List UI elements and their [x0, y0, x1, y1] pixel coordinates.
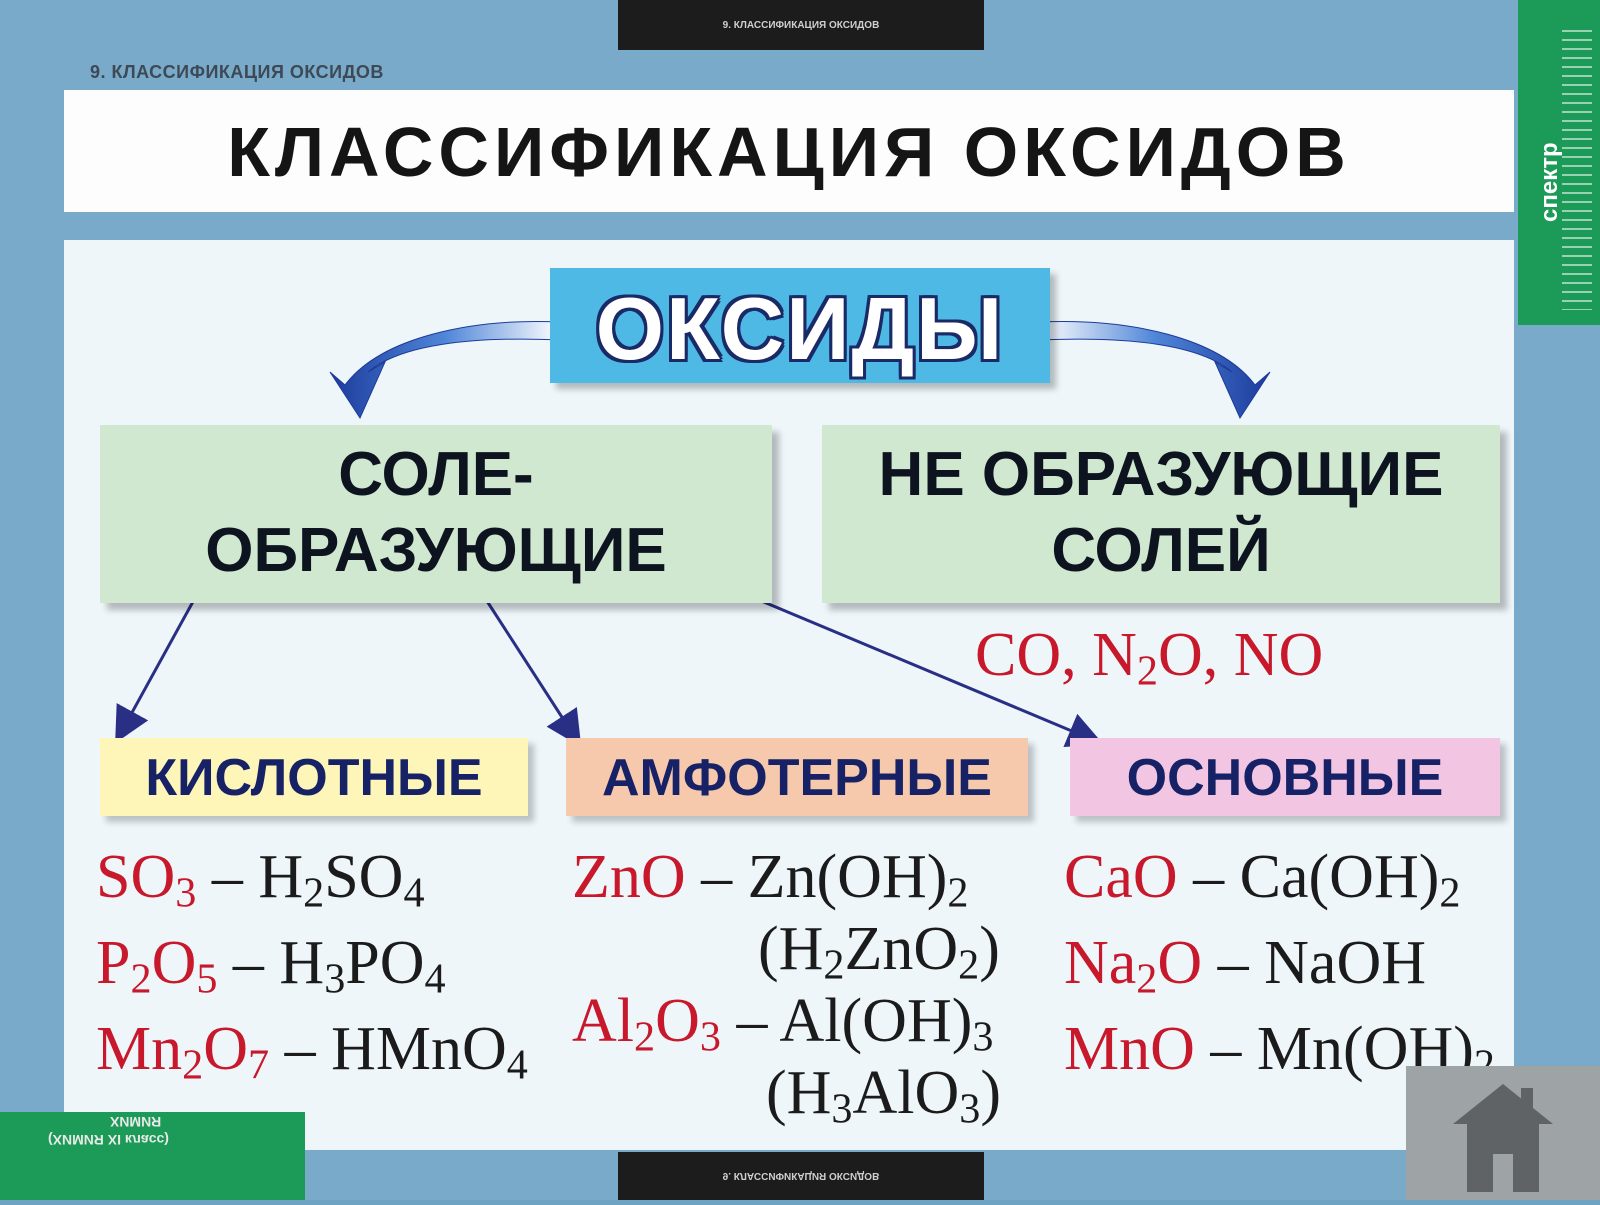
- page-title: КЛАССИФИКАЦИЯ ОКСИДОВ: [227, 113, 1351, 191]
- brand-strip-lines: [1562, 30, 1592, 310]
- bottom-green-line1: (ХИМИЯ ХI класс): [48, 1132, 169, 1148]
- amphoteric-formula-2: Al2O3 – Al(OH)3: [572, 987, 994, 1061]
- acidic-formula-3: Mn2O7 – HMnO4: [96, 1015, 528, 1089]
- salt-forming-box: СОЛЕ- ОБРАЗУЮЩИЕ: [100, 425, 772, 603]
- acidic-formula-1: SO3 – H2SO4: [96, 843, 425, 917]
- non-salt-forming-line2: СОЛЕЙ: [1051, 516, 1271, 585]
- brand-strip: спектр: [1518, 0, 1600, 325]
- arrow-to-basic: [739, 590, 1104, 748]
- amphoteric-formula-1: ZnO – Zn(OH)2: [572, 843, 969, 917]
- arrow-to-acidic: [115, 597, 197, 744]
- basic-label: ОСНОВНЫЕ: [1126, 749, 1444, 807]
- arrow-root-to-salt-forming: [329, 321, 561, 420]
- acidic-formula-2: P2O5 – H3PO4: [96, 929, 446, 1003]
- bottom-bar: 9. КЛАССИФИКАЦИЯ ОКСИДОВ: [618, 1152, 984, 1200]
- root-label: ОКСИДЫ: [595, 279, 1005, 378]
- arrow-to-amphoteric: [483, 597, 582, 748]
- diagram-panel: [64, 240, 1514, 1150]
- basic-formula-2: Na2O – NaOH: [1064, 929, 1426, 1003]
- bottom-green-label: (ХИМИЯ ХI класс) ХИМИЯ: [0, 1112, 305, 1200]
- home-button[interactable]: [1406, 1066, 1600, 1200]
- arrow-root-to-non-salt-forming: [1039, 321, 1271, 420]
- home-icon: [1453, 1084, 1553, 1192]
- top-bar: 9. КЛАССИФИКАЦИЯ ОКСИДОВ: [618, 0, 984, 50]
- bottom-bar-text: 9. КЛАССИФИКАЦИЯ ОКСИДОВ: [722, 1170, 880, 1182]
- salt-forming-line1: СОЛЕ-: [338, 440, 534, 509]
- basic-formula-1: CaO – Ca(OH)2: [1064, 843, 1461, 917]
- non-salt-forming-box: НЕ ОБРАЗУЮЩИЕ СОЛЕЙ: [822, 425, 1500, 603]
- acidic-label: КИСЛОТНЫЕ: [145, 749, 483, 807]
- root-box: ОКСИДЫ: [550, 268, 1050, 383]
- amphoteric-formula-1b: (H2ZnO2): [758, 915, 1000, 989]
- salt-forming-line2: ОБРАЗУЮЩИЕ: [205, 516, 667, 585]
- basic-formula-3: MnO – Mn(OH)2: [1064, 1015, 1495, 1089]
- amphoteric-formula-2b: (H3AlO3): [766, 1059, 1002, 1133]
- non-salt-examples: CO, N2O, NO: [975, 621, 1324, 695]
- amphoteric-label: АМФОТЕРНЫЕ: [602, 749, 992, 807]
- title-box: КЛАССИФИКАЦИЯ ОКСИДОВ: [64, 90, 1514, 212]
- basic-box: ОСНОВНЫЕ: [1070, 738, 1500, 816]
- acidic-box: КИСЛОТНЫЕ: [100, 738, 528, 816]
- bottom-green-line2: ХИМИЯ: [110, 1114, 162, 1130]
- non-salt-forming-line1: НЕ ОБРАЗУЮЩИЕ: [878, 440, 1444, 509]
- top-bar-text: 9. КЛАССИФИКАЦИЯ ОКСИДОВ: [722, 19, 880, 31]
- amphoteric-box: АМФОТЕРНЫЕ: [566, 738, 1028, 816]
- poster-label: 9. КЛАССИФИКАЦИЯ ОКСИДОВ: [90, 62, 384, 82]
